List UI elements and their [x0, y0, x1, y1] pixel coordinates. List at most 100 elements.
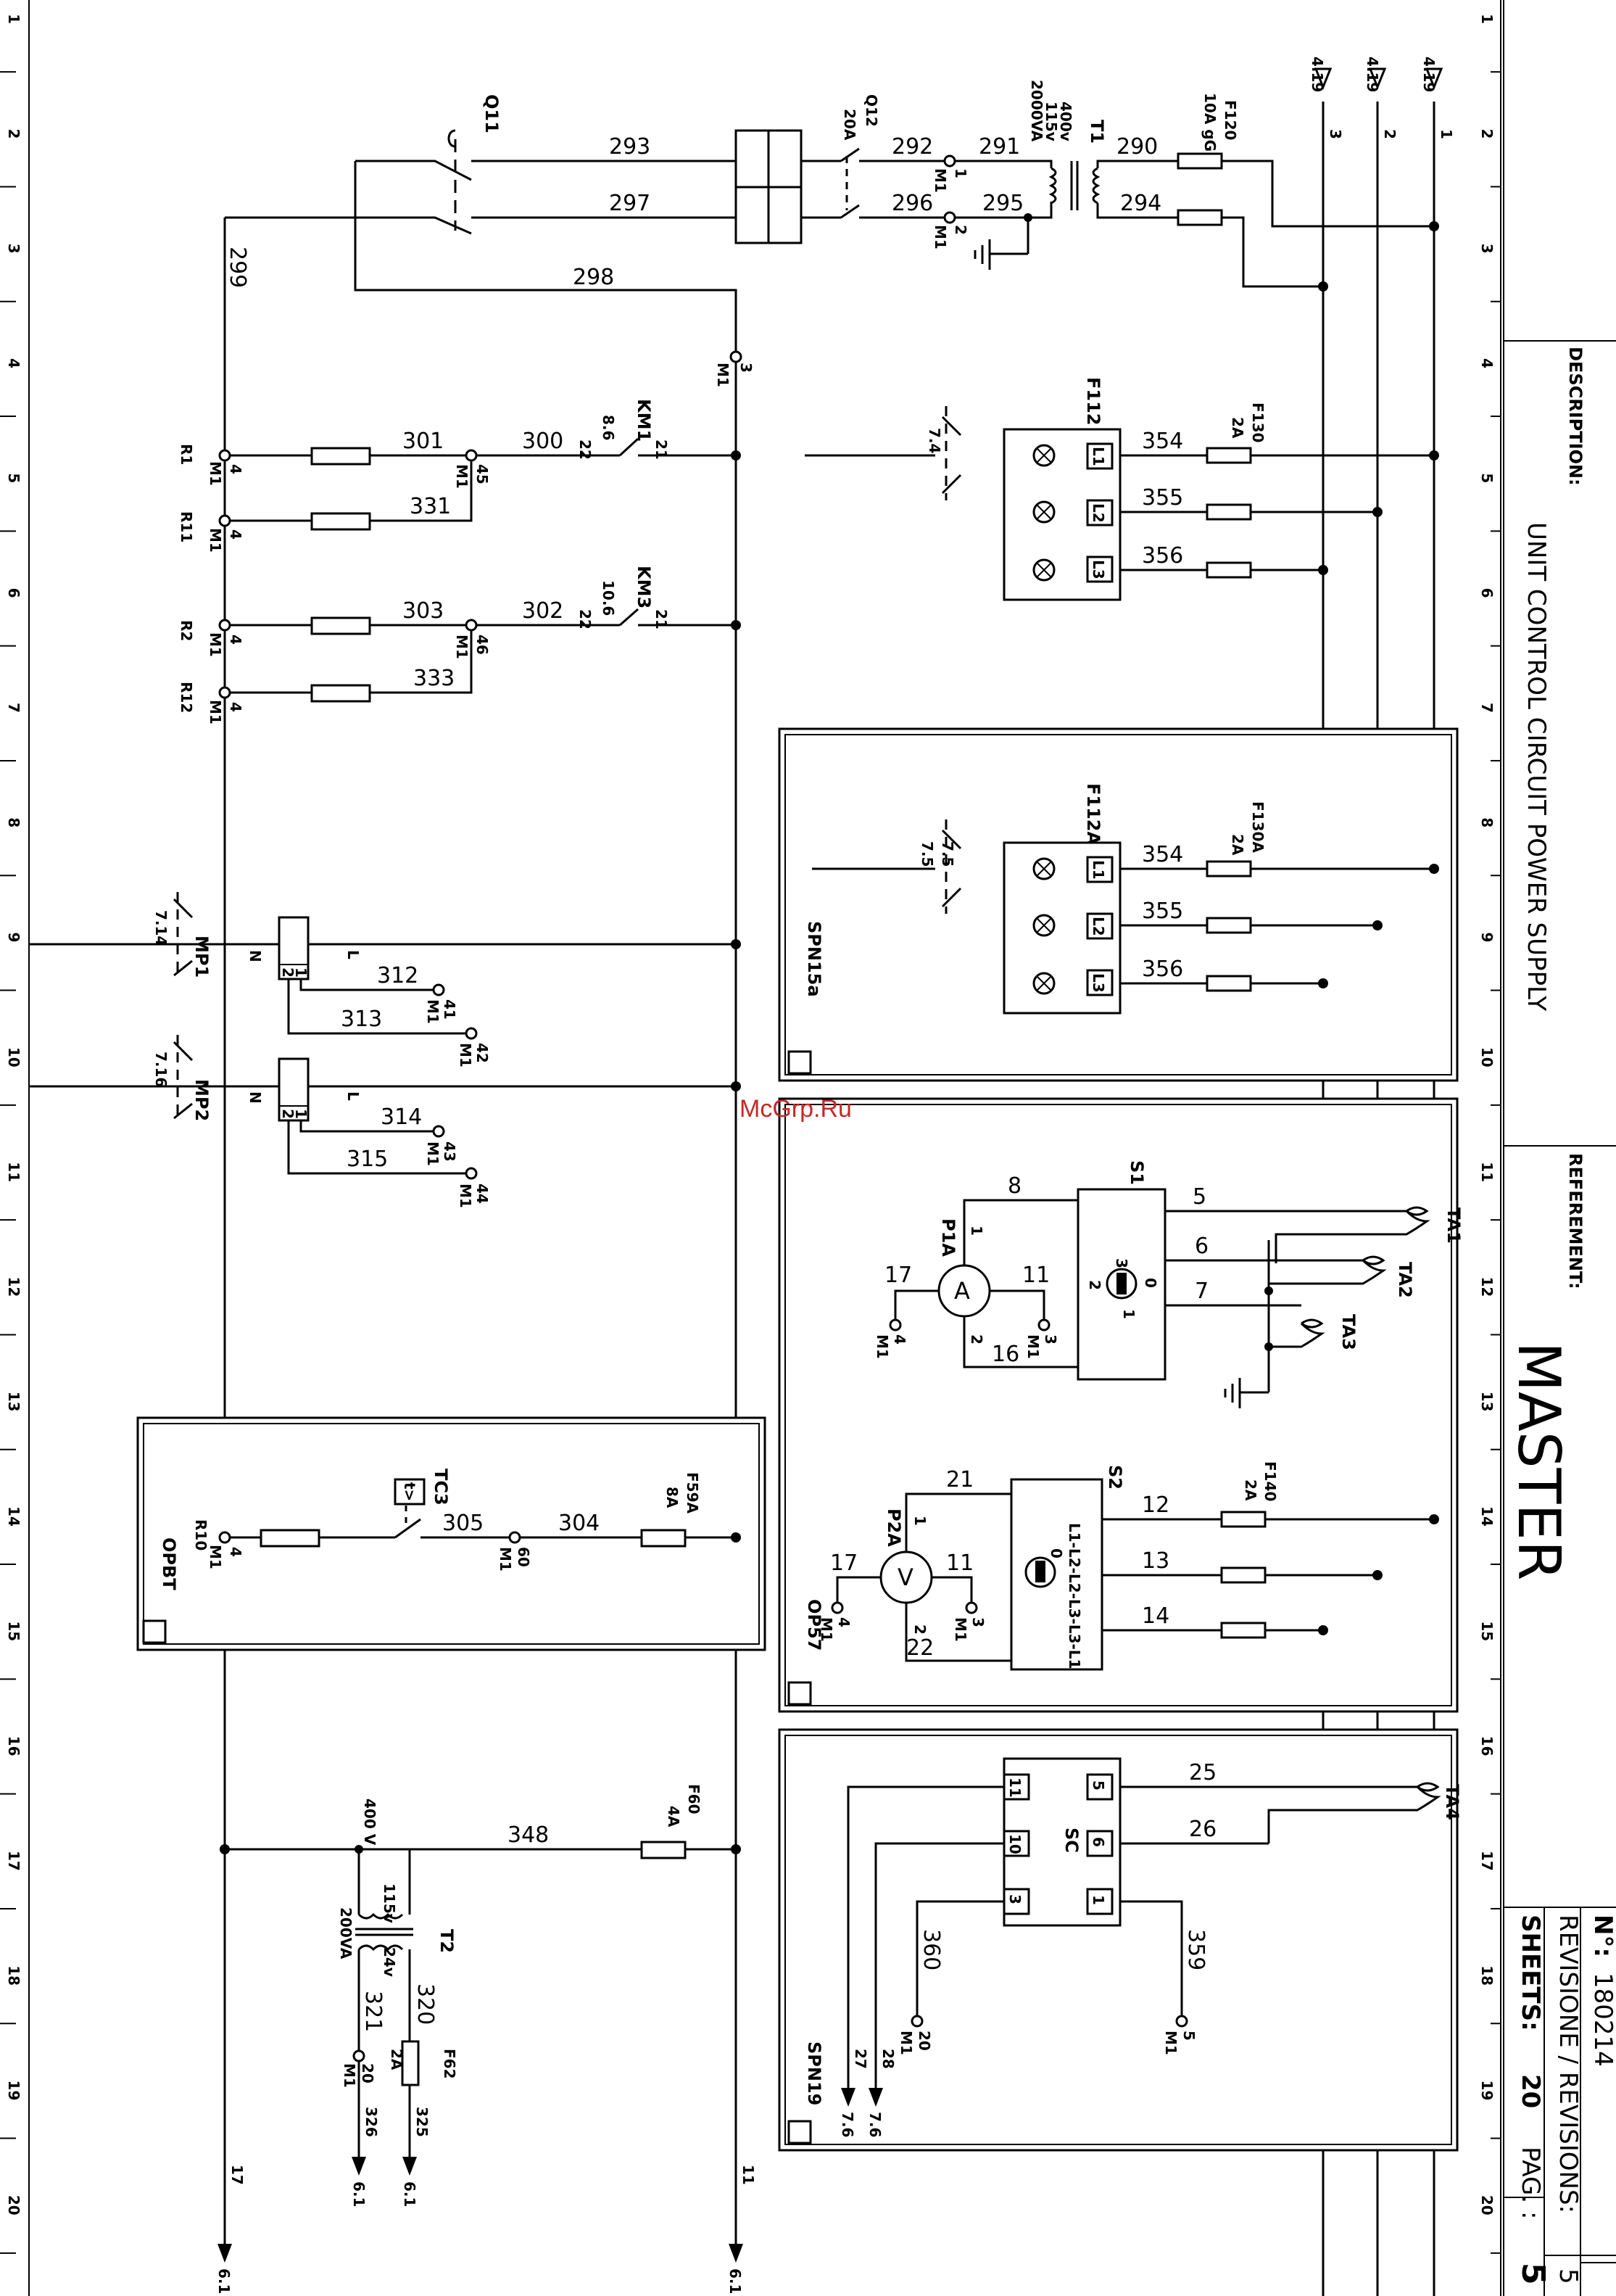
km3-pin-21: 21: [652, 609, 670, 629]
wire-5: 5: [1193, 1184, 1206, 1210]
bus-end-wire-right: 11: [739, 2165, 757, 2185]
wire-301: 301: [402, 429, 444, 454]
f112a-label: F112A: [1083, 783, 1103, 845]
bus-line-1: 1: [1438, 129, 1455, 139]
q11-label: Q11: [481, 94, 502, 133]
description-label: DESCRIPTION:: [1565, 347, 1586, 486]
r11-label: R11: [178, 511, 195, 542]
km1-pin-22: 22: [576, 439, 594, 460]
column-number: 3: [5, 244, 22, 254]
r12-label: R12: [178, 682, 195, 713]
f112-l3: L3: [1090, 560, 1107, 579]
r1-term-num: 4: [227, 464, 244, 474]
wire-28: 28: [879, 2049, 897, 2069]
column-number: 5: [1478, 473, 1496, 483]
sc-pin-10: 10: [1006, 1834, 1024, 1854]
wire-291: 291: [979, 134, 1020, 160]
power-supply-section: Q11 293 297 298 299 M1 3 Q12 20A 292 296: [225, 80, 1439, 387]
spn15a-label: SPN15a: [804, 921, 824, 997]
r10-label: R10: [192, 1519, 210, 1550]
r2-term-num: 4: [227, 635, 244, 645]
t5-num: 5: [1180, 2031, 1198, 2041]
bus-end-ref-left: 6.1: [215, 2268, 233, 2294]
mp1-pin-1: 1: [292, 967, 310, 978]
q12-rating: 20A: [841, 109, 858, 141]
column-number: 5: [5, 473, 22, 483]
opbt-label: OPBT: [159, 1537, 179, 1590]
p2a-label: P2A: [884, 1508, 904, 1547]
pressure-switches: 7.14 MP1 N L 1 2 312 313 M1 41 M1 42 7.1…: [29, 892, 741, 1208]
f112a-l3: L3: [1090, 973, 1107, 993]
s2-positions: L1-L2-L2-L3-L3-L1: [1066, 1523, 1083, 1669]
sc-pin-11: 11: [1006, 1777, 1024, 1798]
f130-rating: 2A: [1229, 417, 1246, 439]
wire-13: 13: [1142, 1548, 1169, 1574]
f120-rating: 10A gG: [1201, 93, 1219, 152]
t20-term: M1: [341, 2063, 358, 2088]
m1-2-num: 2: [952, 225, 969, 235]
r2-term: M1: [207, 632, 224, 657]
s1-pos-1: 1: [1120, 1309, 1138, 1319]
sheets-label: SHEETS:: [1516, 1915, 1545, 2031]
bus-ref-1: 4.19: [1420, 57, 1438, 92]
op57-label: OP57: [804, 1599, 824, 1651]
t46-num: 46: [473, 635, 491, 655]
wire-6: 6: [1195, 1234, 1209, 1259]
t1-secondary: 115v: [1043, 102, 1060, 141]
wire-304: 304: [558, 1511, 600, 1536]
column-number: 7: [5, 703, 22, 713]
r12-term: M1: [207, 700, 224, 724]
p2a-t4-num: 4: [835, 1617, 853, 1627]
bus-end-wire-left: 17: [228, 2165, 246, 2185]
wire-296: 296: [892, 191, 933, 216]
f112-l1: L1: [1090, 447, 1107, 466]
wire-305: 305: [442, 1511, 484, 1536]
wire-355-b: 355: [1142, 899, 1183, 924]
wire-295: 295: [982, 191, 1024, 216]
column-number: 12: [5, 1276, 22, 1297]
mp2-pin-2: 2: [279, 1109, 297, 1119]
t20-num-b: 20: [916, 2031, 933, 2051]
t44-num: 44: [473, 1184, 491, 1204]
wire-355-a: 355: [1142, 485, 1183, 511]
column-number: 7: [1478, 703, 1496, 713]
tc3-symbol: t>: [401, 1482, 418, 1501]
f130-label: F130: [1249, 402, 1267, 442]
column-number: 15: [1478, 1621, 1496, 1641]
p2a-t3-term: M1: [952, 1617, 969, 1642]
km1-ref: 8.6: [600, 415, 617, 440]
wire-17-b: 17: [830, 1550, 858, 1576]
column-number: 9: [5, 933, 22, 943]
p1a-t3-term: M1: [1024, 1334, 1042, 1359]
s1-label: S1: [1127, 1160, 1147, 1185]
r11-term: M1: [207, 528, 224, 553]
column-number: 11: [5, 1162, 22, 1182]
bus-line-3: 3: [1327, 129, 1344, 139]
wire-293: 293: [609, 134, 650, 160]
p2a-pin-1: 1: [911, 1516, 929, 1526]
sc-pin-3: 3: [1006, 1894, 1024, 1904]
column-number: 15: [5, 1621, 22, 1641]
f112a-l1: L1: [1090, 860, 1107, 880]
wire-331: 331: [410, 494, 451, 519]
f112-l2: L2: [1090, 503, 1107, 523]
wire-297: 297: [609, 191, 650, 216]
number-label: N°:: [1588, 1915, 1616, 1957]
watermark: McGrp.Ru: [739, 1095, 852, 1123]
reference-label: REFEREMENT:: [1565, 1153, 1586, 1289]
mp2-pin-1: 1: [292, 1109, 310, 1119]
t2-out-ref-b: 6.1: [401, 2181, 418, 2207]
t60-num: 60: [515, 1547, 532, 1567]
s1-pos-3: 3: [1113, 1258, 1130, 1268]
wire-314: 314: [381, 1104, 422, 1130]
m1-1-num: 1: [952, 168, 969, 178]
column-number: 4: [1478, 358, 1496, 368]
wire-354-a: 354: [1142, 429, 1183, 454]
sc-out-ref-27: 7.6: [839, 2112, 856, 2137]
column-number: 16: [5, 1736, 22, 1756]
wire-302: 302: [522, 598, 563, 624]
t43-term: M1: [424, 1141, 442, 1166]
wire-300: 300: [522, 429, 563, 454]
column-number: 4: [5, 358, 22, 368]
t46-term: M1: [453, 635, 471, 659]
